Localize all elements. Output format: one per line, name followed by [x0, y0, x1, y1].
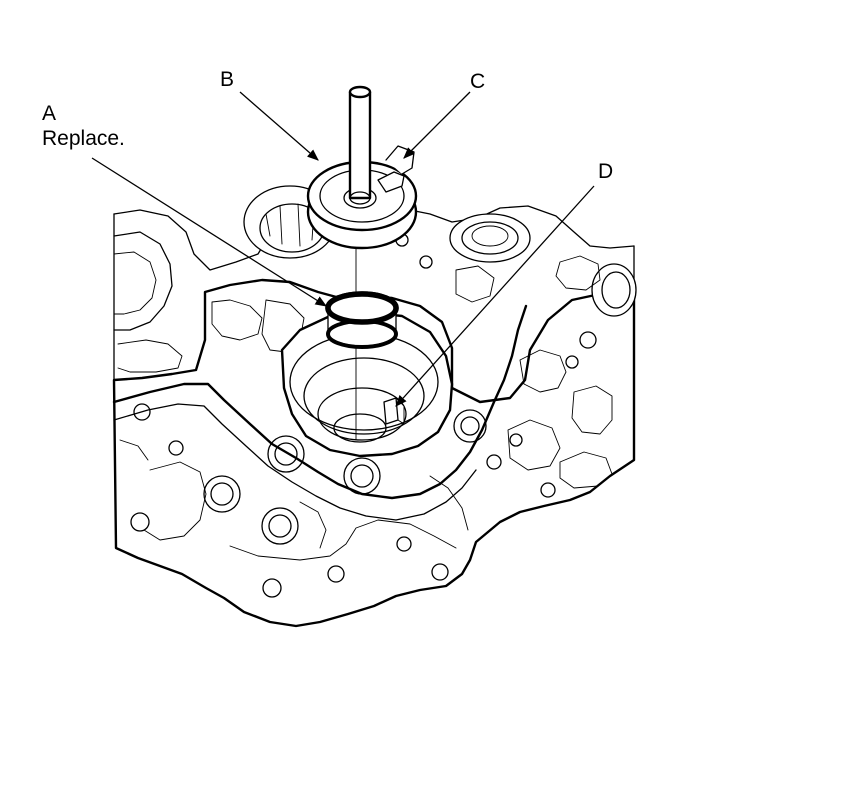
leader-b — [239, 91, 319, 161]
o-ring-a — [325, 291, 399, 349]
right-passage-4 — [455, 265, 495, 303]
bolt-hole-2-inner — [268, 514, 292, 538]
callout-a-letter: A — [42, 102, 56, 125]
right-passage-3 — [555, 255, 601, 291]
upper-seat-ribs — [265, 203, 315, 247]
right-upper-bore-mid — [461, 221, 519, 255]
callout-a-note: Replace. — [42, 127, 125, 150]
edge-hole-2 — [133, 403, 151, 421]
lower-contour-3 — [299, 501, 327, 549]
bolt-hole-5-outer — [453, 409, 487, 443]
valve-stem-top — [348, 85, 372, 99]
bore-step — [317, 387, 407, 441]
callout-b-letter: B — [220, 68, 234, 91]
small-hole-r6 — [419, 255, 433, 269]
bolt-hole-1-inner — [210, 482, 234, 506]
small-hole-r2 — [565, 355, 579, 369]
upper-channel-1 — [211, 299, 263, 341]
edge-hole-7 — [396, 536, 412, 552]
valve-hub-ring — [349, 191, 371, 205]
leader-a — [91, 157, 327, 307]
valve-b — [306, 85, 418, 250]
bore-bottom — [333, 413, 387, 443]
bolt-hole-4-outer — [343, 457, 381, 495]
leader-d — [395, 185, 595, 407]
right-passage-6 — [559, 451, 613, 489]
tab-c-slot — [377, 171, 405, 193]
lower-contour-5 — [429, 475, 469, 531]
edge-hole-3 — [168, 440, 184, 456]
bolt-hole-4-inner — [350, 464, 374, 488]
o-ring-top-redraw — [325, 291, 399, 325]
leader-c — [403, 91, 471, 159]
bore-rim-2 — [303, 357, 425, 435]
callout-d-letter: D — [598, 160, 613, 183]
lower-contour-2 — [229, 519, 457, 561]
right-upper-bore-inner — [471, 225, 509, 247]
valve-stem — [348, 90, 372, 200]
lower-contour-1 — [143, 461, 207, 541]
far-right-bore-inner — [601, 271, 631, 309]
bolt-hole-3-inner — [274, 442, 298, 466]
small-hole-r4 — [509, 433, 523, 447]
housing-rib-inner — [113, 403, 477, 521]
bolt-hole-1-outer — [203, 475, 241, 513]
lower-contour-4 — [119, 439, 149, 461]
right-passage-2 — [571, 385, 613, 435]
left-mid-pocket — [117, 339, 183, 373]
bolt-hole-2-outer — [261, 507, 299, 545]
left-upper-chamber-inner — [113, 251, 157, 315]
callout-c-letter: C — [470, 70, 485, 93]
leader-lines — [91, 91, 595, 407]
bolt-hole-5-inner — [460, 416, 480, 436]
edge-hole-5 — [327, 565, 345, 583]
right-passage-5 — [507, 419, 561, 471]
edge-hole-4 — [262, 578, 282, 598]
small-hole-r3 — [486, 454, 502, 470]
edge-hole-6 — [431, 563, 449, 581]
bolt-hole-3-outer — [267, 435, 305, 473]
slot-d — [383, 397, 399, 425]
left-upper-chamber — [113, 231, 173, 331]
edge-hole-1 — [130, 512, 150, 532]
right-upper-bore-outer — [449, 213, 531, 263]
small-hole-r1 — [579, 331, 597, 349]
right-passage-1 — [519, 349, 567, 393]
housing-rib-lower — [112, 304, 528, 500]
small-hole-r5 — [540, 482, 556, 498]
